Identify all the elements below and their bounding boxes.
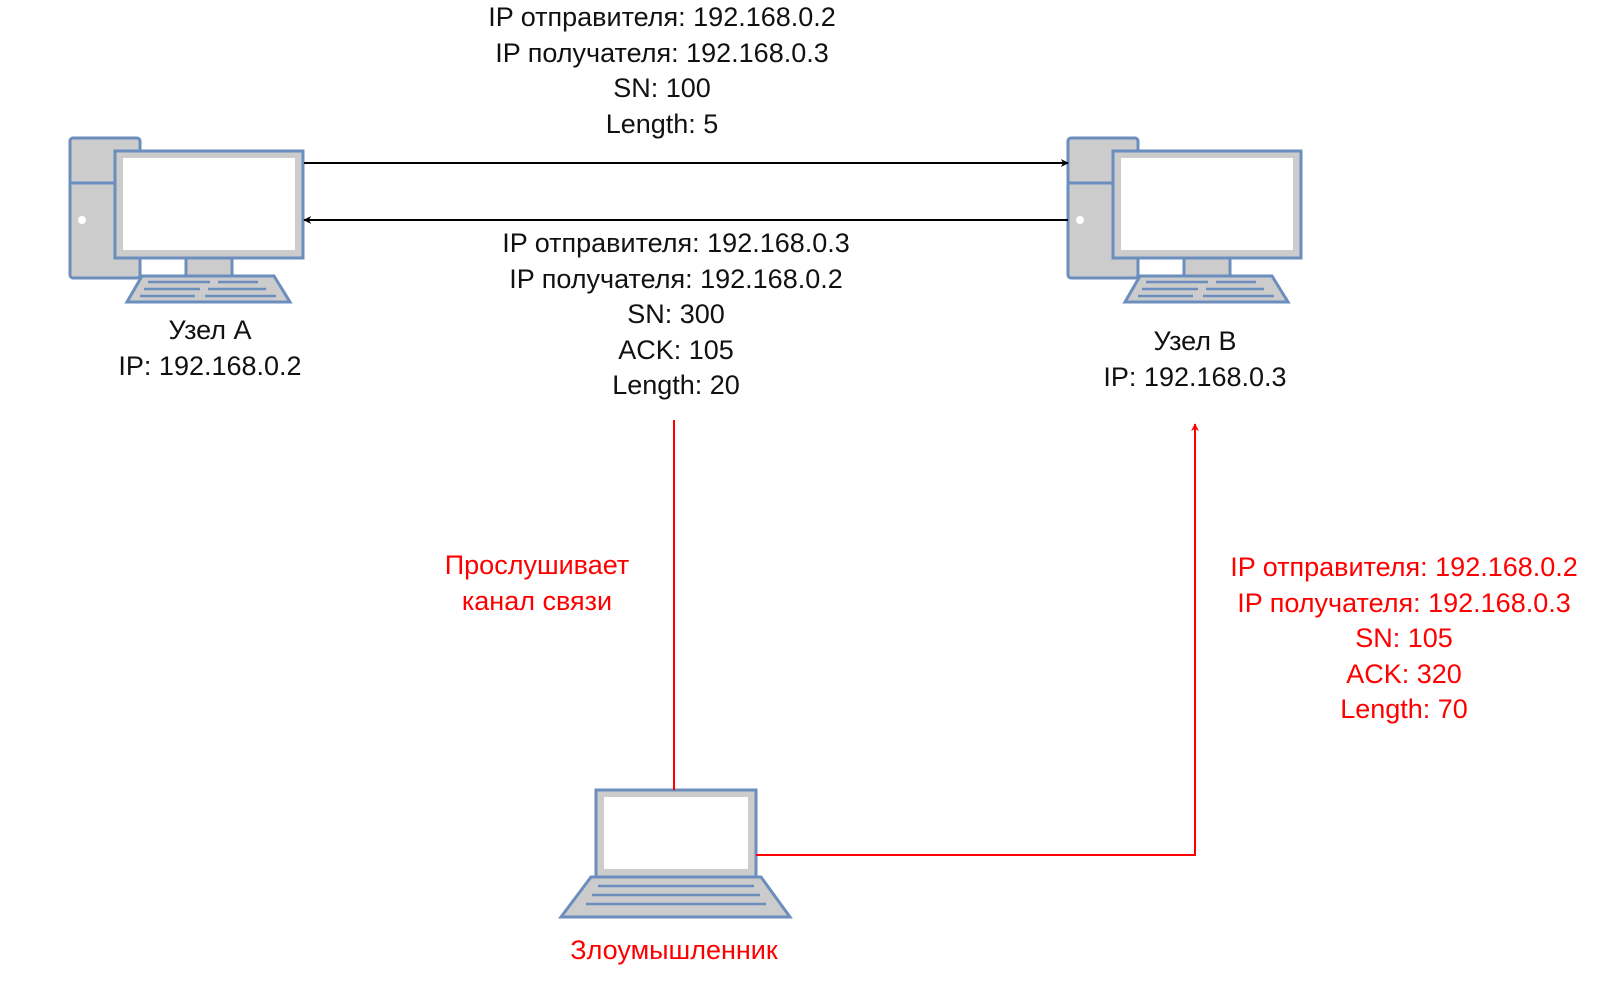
node-b-name: Узел В [1153,326,1237,356]
attacker-label: Злоумышленник [524,933,824,969]
packet-ack: ACK: 105 [618,334,734,365]
packet-b-to-a-label: IP отправителя: 192.168.0.3 IP получател… [476,226,876,404]
packet-src-ip: IP отправителя: 192.168.0.2 [1230,552,1578,582]
packet-sn: SN: 300 [627,299,725,329]
packet-length: Length: 20 [612,370,740,400]
packet-dst-ip: IP получателя: 192.168.0.3 [495,37,829,68]
spoofed-packet-arrow [756,423,1199,856]
packet-ack: ACK: 320 [1346,658,1462,689]
packet-sn: SN: 100 [613,73,711,103]
node-b-label: Узел В IP: 192.168.0.3 [1045,324,1345,395]
node-a-name: Узел А [168,315,252,345]
node-a-computer-icon [68,136,305,304]
attacker-laptop-icon [558,788,793,919]
packet-a-to-b-label: IP отправителя: 192.168.0.2 IP получател… [462,0,862,142]
node-a-label: Узел А IP: 192.168.0.2 [60,313,360,384]
attacker-name: Злоумышленник [570,935,778,965]
sniffing-label: Прослушивает канал связи [387,548,687,619]
packet-length: Length: 5 [605,108,719,139]
packet-src-ip: IP отправителя: 192.168.0.2 [488,2,836,32]
packet-dst-ip: IP получателя: 192.168.0.2 [509,263,843,294]
packet-src-ip: IP отправителя: 192.168.0.3 [502,228,850,258]
sniffing-label-line1: Прослушивает [444,550,630,580]
packet-sn: SN: 105 [1355,623,1453,653]
node-a-ip: IP: 192.168.0.2 [118,350,302,381]
node-b-ip: IP: 192.168.0.3 [1103,361,1287,392]
packet-length: Length: 70 [1340,694,1468,724]
sniffing-label-line2: канал связи [461,585,613,616]
packet-dst-ip: IP получателя: 192.168.0.3 [1237,587,1571,618]
node-b-computer-icon [1066,136,1303,304]
spoofed-packet-label: IP отправителя: 192.168.0.2 IP получател… [1209,550,1599,728]
